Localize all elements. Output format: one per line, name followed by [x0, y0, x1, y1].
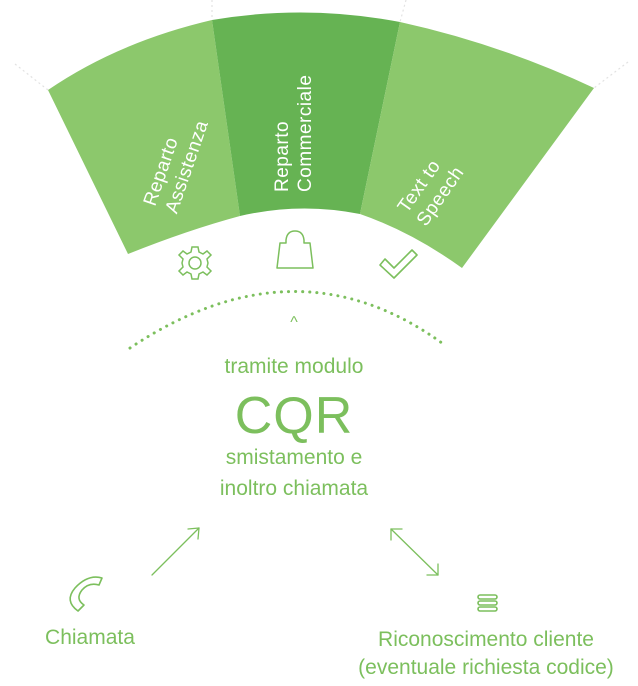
checkmark-icon [379, 249, 418, 279]
sector-label-line2: Commerciale [295, 75, 316, 192]
center-line-2: inoltro chiamata [219, 477, 369, 500]
sector-reparto-assistenza[interactable]: Reparto Assistenza [48, 20, 240, 254]
menu-lines-icon [477, 594, 498, 612]
sector-reparto-commerciale[interactable]: Reparto Commerciale [212, 12, 400, 217]
chiamata-label: Chiamata [45, 626, 135, 649]
sector-text-to-speech[interactable]: Text to Speech [360, 22, 594, 268]
brand-title: CQR [234, 387, 354, 445]
arrow-up-right-icon [151, 527, 200, 576]
center-line-1: smistamento e [225, 446, 363, 469]
center-top-line: tramite modulo [224, 355, 364, 378]
phone-icon [69, 576, 103, 612]
radial-guides [14, 0, 629, 91]
gear-icon [177, 246, 213, 280]
sector-shape [212, 12, 400, 217]
caret-up-icon: ^ [290, 314, 298, 331]
sector-shape [360, 22, 594, 268]
sector-label-line1: Reparto [272, 121, 293, 192]
riconoscimento-label-line2: (eventuale richiesta codice) [358, 656, 614, 679]
double-arrow-icon [390, 528, 439, 576]
shopping-bag-icon [276, 230, 314, 269]
sector-shape [48, 20, 240, 254]
svg-text:Reparto Commerciale: Reparto Commerciale [272, 75, 316, 192]
riconoscimento-label-line1: Riconoscimento cliente [378, 628, 594, 651]
